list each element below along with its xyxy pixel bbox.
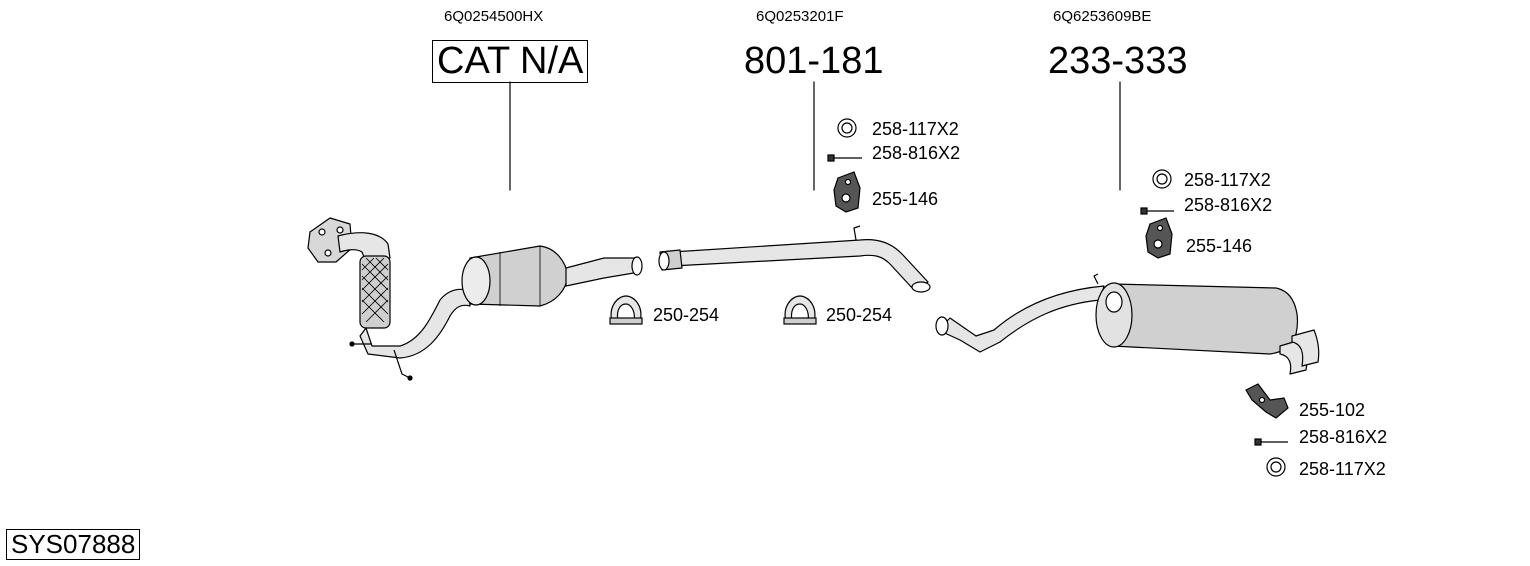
bolt-icon	[1254, 438, 1288, 446]
oe-number-3: 6Q6253609BE	[1053, 8, 1152, 25]
hanger-label-rear: 255-146	[1186, 236, 1253, 256]
system-code: SYS07888	[6, 529, 141, 560]
middle-pipe	[658, 225, 931, 293]
bolt-label-tail: 258-816X2	[1299, 427, 1388, 447]
rubber-hanger-icon	[833, 171, 861, 213]
oe-number-2: 6Q0253201F	[756, 8, 844, 25]
rubber-hanger-icon	[1145, 217, 1173, 259]
bolt-label-middle: 258-816X2	[872, 143, 961, 163]
oe-number-1: 6Q0254500HX	[444, 8, 544, 25]
part-number-middle-pipe: 801-181	[744, 40, 884, 82]
rear-silencer	[935, 273, 1320, 375]
ring-icon	[837, 118, 857, 138]
bolt-label-rear: 258-816X2	[1184, 195, 1273, 215]
bracket-label-tail: 255-102	[1299, 400, 1366, 420]
catalytic-converter-assembly	[307, 217, 643, 381]
hanger-label-middle: 255-146	[872, 189, 939, 209]
bolt-icon	[827, 154, 862, 162]
bracket-icon	[1245, 383, 1289, 419]
ring-icon	[1152, 169, 1172, 189]
ring-label-middle: 258-117X2	[872, 119, 959, 139]
bolt-icon	[1140, 207, 1174, 215]
ring-label-tail: 258-117X2	[1299, 459, 1386, 479]
part-number-cat: CAT N/A	[432, 40, 589, 83]
clamp-label-1: 250-254	[653, 305, 720, 325]
ring-label-rear: 258-117X2	[1184, 170, 1271, 190]
ring-icon	[1266, 457, 1286, 477]
clamp-icon	[609, 295, 643, 325]
part-number-rear-silencer: 233-333	[1048, 40, 1188, 82]
clamp-label-2: 250-254	[826, 305, 893, 325]
clamp-icon	[783, 295, 817, 325]
